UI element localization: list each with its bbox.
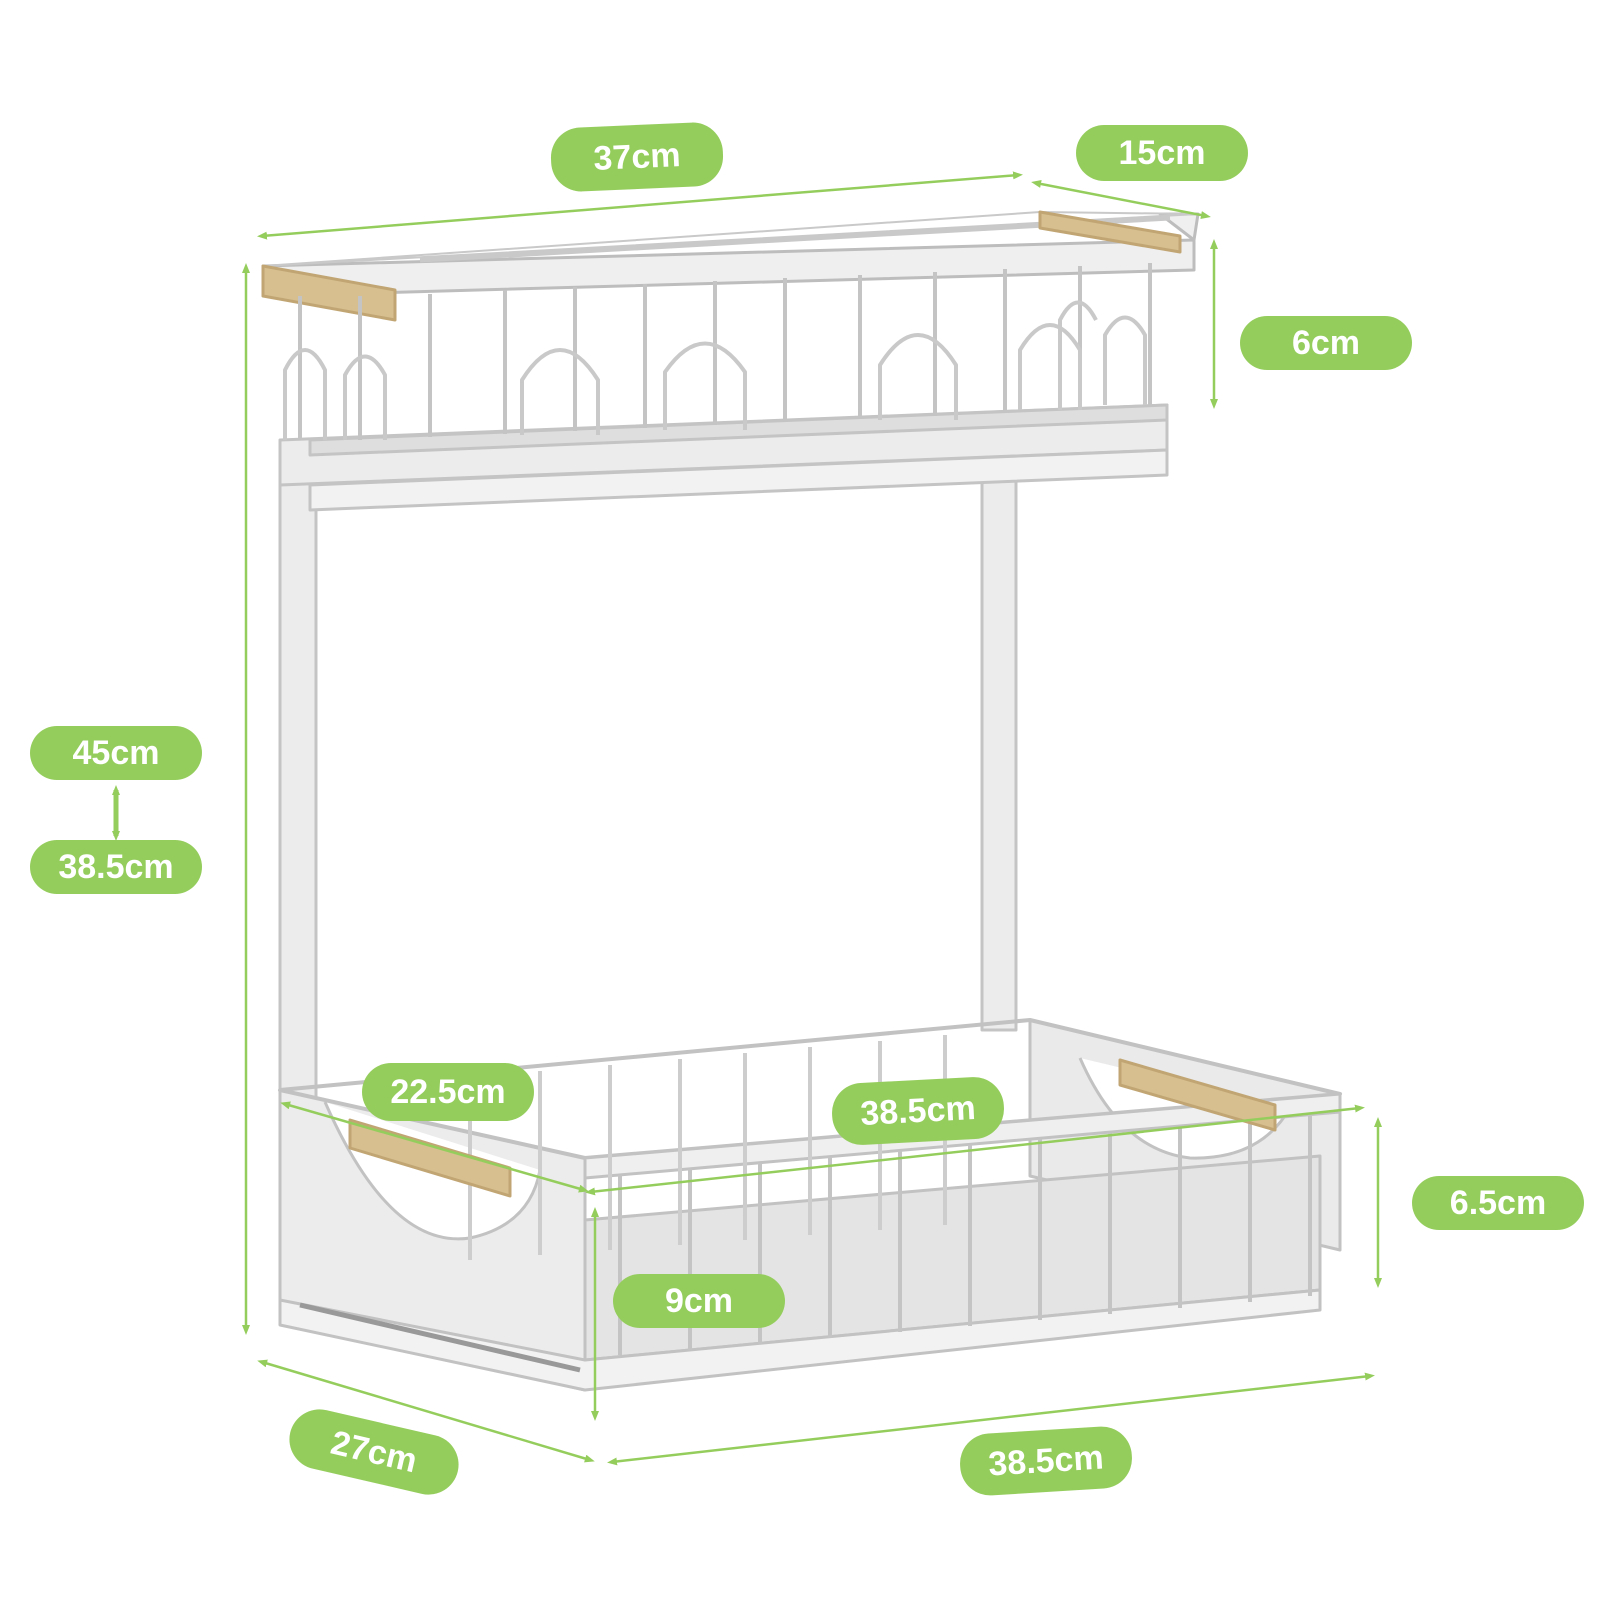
arrow-base-depth bbox=[257, 1359, 595, 1463]
label-top-depth: 15cm bbox=[1076, 125, 1248, 181]
label-top-height: 6cm bbox=[1240, 316, 1412, 370]
arrow-bottom-depth-inner bbox=[280, 1101, 589, 1193]
support-posts bbox=[278, 453, 1018, 1127]
top-shelf bbox=[261, 210, 1200, 512]
label-height-min: 38.5cm bbox=[30, 840, 202, 894]
dimension-arrows bbox=[112, 171, 1382, 1466]
label-height-max: 45cm bbox=[30, 726, 202, 780]
label-bottom-width-inner: 38.5cm bbox=[830, 1075, 1006, 1147]
label-bottom-height: 6.5cm bbox=[1412, 1176, 1584, 1230]
rack-illustration bbox=[261, 210, 1342, 1392]
arrow-bottom-width-inner bbox=[585, 1104, 1365, 1196]
label-top-width: 37cm bbox=[549, 121, 725, 193]
arrow-top-width bbox=[257, 171, 1023, 240]
arrow-top-depth bbox=[1031, 180, 1211, 219]
arrow-base-width bbox=[607, 1372, 1375, 1466]
label-front-height: 9cm bbox=[613, 1274, 785, 1328]
label-bottom-depth-inner: 22.5cm bbox=[362, 1063, 534, 1121]
label-base-width: 38.5cm bbox=[958, 1424, 1134, 1498]
